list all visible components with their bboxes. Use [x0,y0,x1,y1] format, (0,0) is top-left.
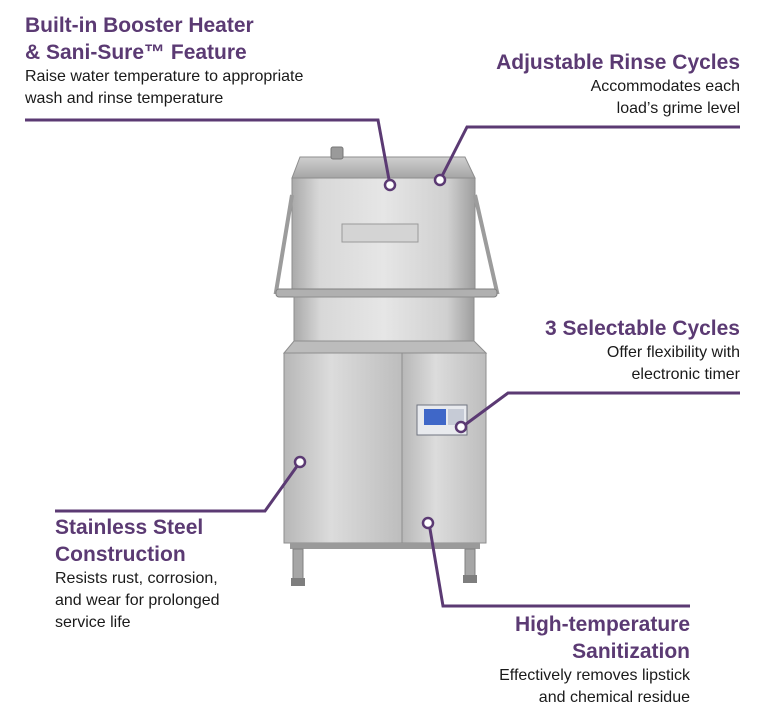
callout-line-cycles [461,391,740,429]
feature-sanitization: High-temperature Sanitization Effectivel… [430,611,690,709]
callout-line-steel [55,461,302,513]
callout-dot-icon [454,420,468,434]
top-knob [330,146,344,160]
left-door [283,352,403,544]
feature-booster-heater: Built-in Booster Heater & Sani-Sure™ Fea… [25,12,405,110]
callout-dot-icon [433,173,447,187]
feature-title: Adjustable Rinse Cycles [496,51,740,74]
foot-left [291,578,305,586]
feature-title: Stainless Steel Construction [55,516,204,566]
callout-dot-icon [383,178,397,192]
right-door [401,352,487,544]
callout-line-booster [25,118,392,186]
foot-right [463,575,477,583]
hood-lower [293,296,475,342]
callout-line-sanitize [427,522,690,608]
feature-stainless-steel: Stainless Steel Construction Resists rus… [55,514,315,634]
feature-description: Effectively removes lipstick and chemica… [499,667,690,706]
feature-description: Offer flexibility with electronic timer [606,344,740,383]
feature-description: Accommodates each load’s grime level [590,78,740,117]
feature-selectable-cycles: 3 Selectable Cycles Offer flexibility wi… [480,315,740,386]
control-screen [424,409,446,425]
base-frame [290,543,480,549]
feature-title: 3 Selectable Cycles [545,317,740,340]
brand-plate [341,223,419,243]
feature-description: Resists rust, corrosion, and wear for pr… [55,570,220,631]
feature-description: Raise water temperature to appropriate w… [25,68,304,107]
feature-title: High-temperature Sanitization [514,613,690,663]
feature-title: Built-in Booster Heater & Sani-Sure™ Fea… [25,14,254,64]
callout-dot-icon [421,516,435,530]
feature-rinse-cycles: Adjustable Rinse Cycles Accommodates eac… [440,49,740,120]
callout-line-rinse [438,125,740,181]
callout-dot-icon [293,455,307,469]
